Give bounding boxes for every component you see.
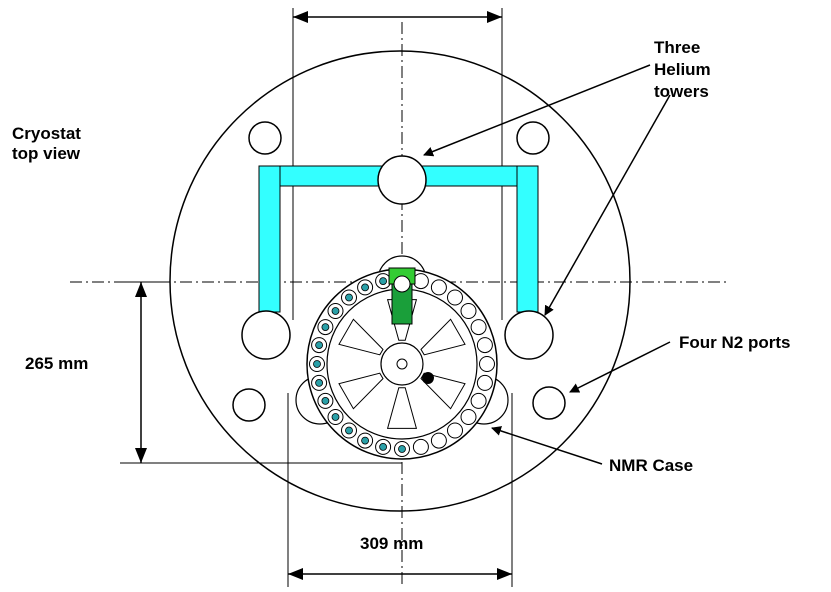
helium-bar-left: [258, 165, 281, 313]
probe-ring-sample: [321, 323, 330, 332]
probe-ring-sample: [379, 442, 388, 451]
probe-ring-sample: [361, 283, 370, 292]
nmr-marker-dot: [422, 372, 434, 384]
n2-callout-arrow: [569, 341, 671, 393]
nmr-case-label: NMR Case: [609, 456, 694, 475]
probe-ring-slot: [460, 303, 477, 319]
nmr-callout-arrow: [491, 426, 603, 465]
bottom-dim-arrow-left: [288, 568, 303, 580]
nmr-hub-inner: [396, 358, 408, 370]
probe-ring-slot: [470, 392, 487, 409]
helium-label-line-2: Helium: [654, 60, 711, 79]
nmr-spoke: [420, 318, 466, 356]
probe-ring-slot: [470, 319, 487, 336]
probe-ring-slot: [476, 374, 493, 391]
probe-ring-sample: [345, 293, 353, 302]
probe-ring-slot: [430, 279, 447, 296]
green-probe-hole: [393, 275, 411, 293]
top-dimension-arrow-left: [293, 11, 308, 23]
left-dim-arrow-top: [135, 282, 147, 297]
probe-ring: [309, 273, 495, 457]
helium-callout-arrow-1: [423, 64, 651, 157]
probe-ring-sample: [313, 360, 321, 368]
helium-callout-arrow-2: [544, 94, 671, 316]
nmr-spoke: [386, 387, 418, 429]
top-dimension-arrow-right: [487, 11, 502, 23]
probe-ring-sample: [315, 378, 324, 387]
left-dim-arrow-bottom: [135, 448, 147, 463]
probe-ring-slot: [460, 409, 477, 425]
cryostat-outer-ring: [169, 50, 631, 512]
nmr-case: [295, 255, 509, 460]
helium-label-line-1: Three: [654, 38, 701, 57]
n2-ports-label: Four N2 ports: [679, 333, 791, 352]
probe-ring-slot: [412, 273, 429, 290]
probe-ring-sample: [379, 277, 388, 286]
bottom-dim-arrow-right: [497, 568, 512, 580]
helium-bar-right: [516, 165, 539, 313]
probe-ring-slot: [412, 438, 429, 455]
helium-tower-right: [504, 310, 554, 360]
probe-ring-sample: [361, 436, 370, 445]
probe-ring-slot: [479, 356, 495, 372]
probe-ring-sample: [315, 341, 324, 350]
probe-ring-sample: [321, 396, 330, 405]
nmr-spoke: [338, 372, 384, 410]
title-line-1: Cryostat: [12, 124, 81, 143]
helium-tower-left: [241, 310, 291, 360]
probe-ring-slot: [476, 337, 493, 354]
helium-tower-top: [377, 155, 427, 205]
n2-port-bottom-right: [532, 386, 566, 420]
probe-ring-slot: [447, 422, 463, 439]
n2-port-bottom-left: [232, 388, 266, 422]
probe-ring-slot: [430, 432, 447, 449]
n2-port-top-left: [248, 121, 282, 155]
title-line-2: top view: [12, 144, 81, 163]
probe-ring-sample: [345, 426, 353, 435]
probe-ring-sample: [331, 413, 340, 421]
helium-label-line-3: towers: [654, 82, 709, 101]
dim-265-label: 265 mm: [25, 354, 89, 373]
nmr-spoke: [338, 318, 384, 356]
probe-ring-sample: [398, 445, 406, 453]
n2-port-top-right: [516, 121, 550, 155]
probe-ring-slot: [447, 289, 463, 306]
probe-ring-sample: [331, 307, 340, 315]
dim-309-label: 309 mm: [360, 534, 424, 553]
